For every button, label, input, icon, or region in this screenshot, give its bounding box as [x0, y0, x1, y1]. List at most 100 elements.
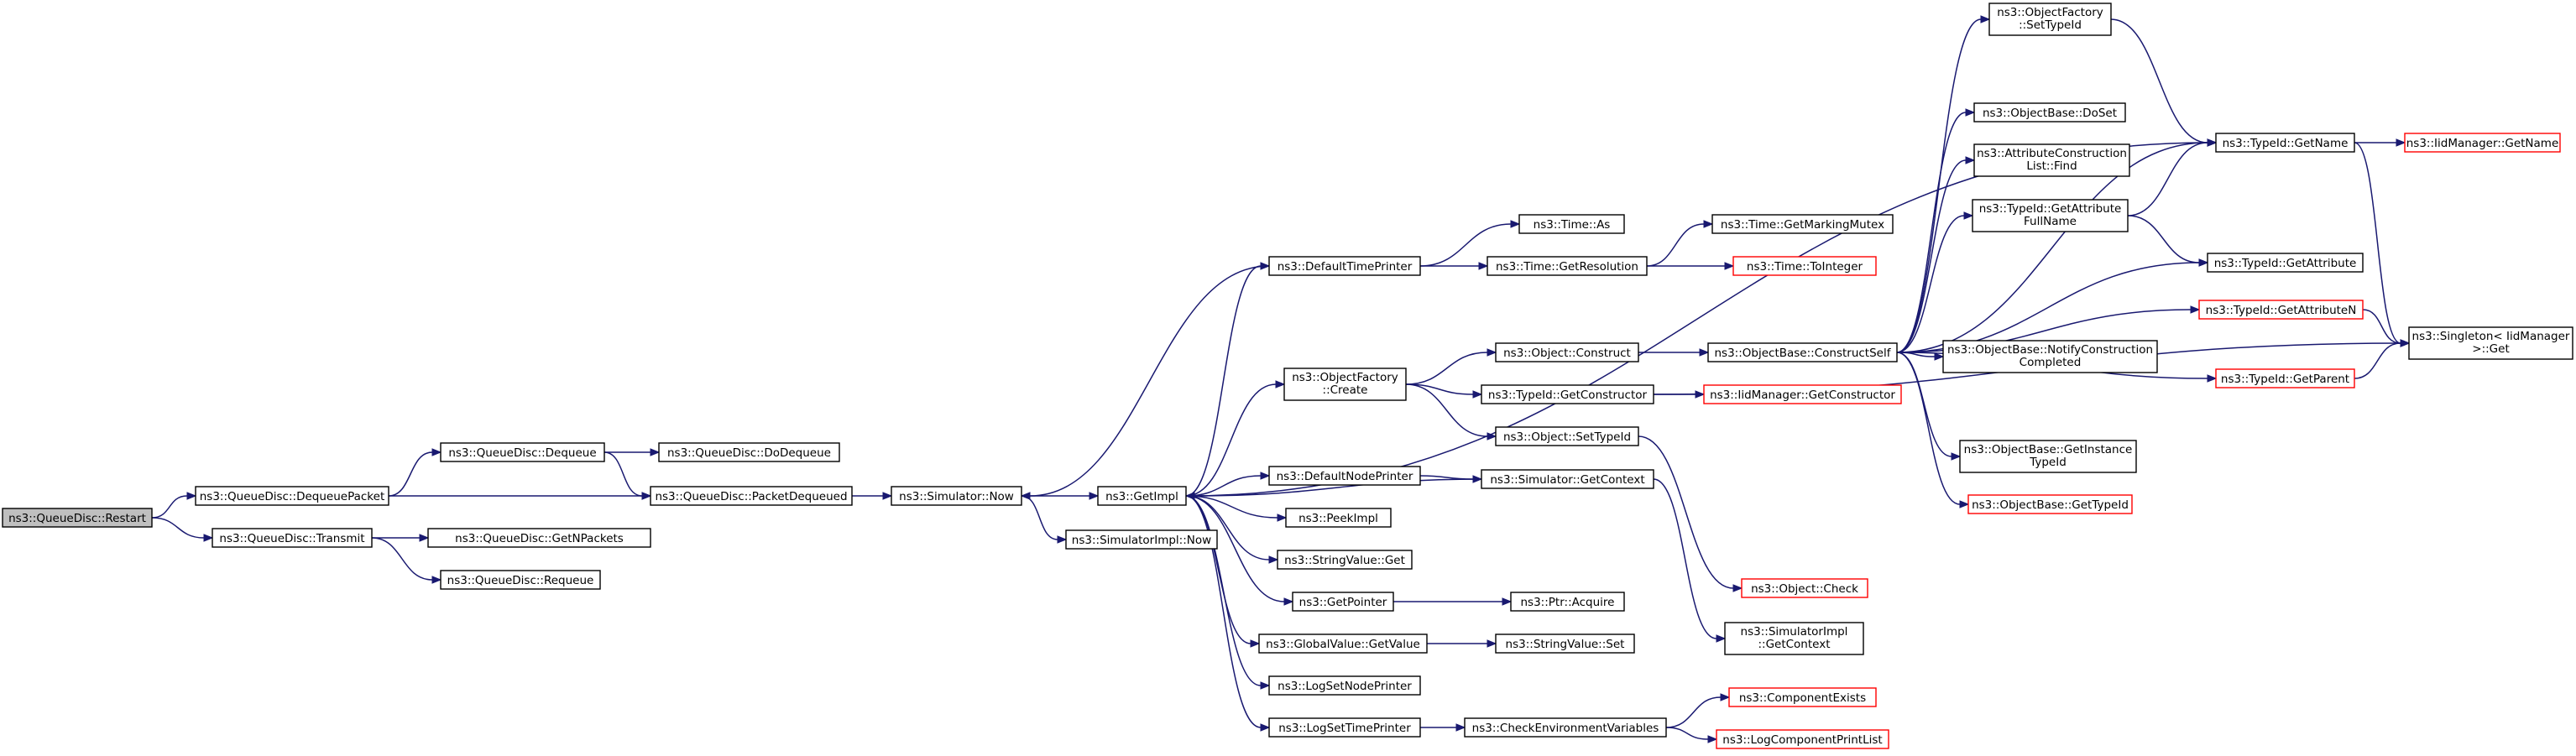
node-iidMgrGetConstructor[interactable]: ns3::IidManager::GetConstructor	[1703, 384, 1902, 404]
node-objFactoryCreate[interactable]: ns3::ObjectFactory::Create	[1283, 368, 1407, 401]
node-typeIdGetConstructor[interactable]: ns3::TypeId::GetConstructor	[1481, 384, 1654, 404]
node-getImpl[interactable]: ns3::GetImpl	[1097, 486, 1187, 506]
node-box[interactable]	[2, 508, 153, 528]
node-box[interactable]	[1097, 486, 1187, 506]
node-box[interactable]	[1065, 529, 1218, 550]
node-box[interactable]	[1741, 578, 1868, 598]
node-restart[interactable]: ns3::QueueDisc::Restart	[2, 508, 153, 528]
node-simImplNow[interactable]: ns3::SimulatorImpl::Now	[1065, 529, 1218, 550]
node-box[interactable]	[1495, 633, 1635, 654]
node-objBaseConstructSelf[interactable]: ns3::ObjectBase::ConstructSelf	[1707, 342, 1898, 362]
node-typeIdGetName[interactable]: ns3::TypeId::GetName	[2215, 133, 2355, 153]
node-box[interactable]	[1285, 508, 1392, 528]
node-box[interactable]	[658, 442, 840, 462]
node-objectSetTypeId[interactable]: ns3::Object::SetTypeId	[1495, 426, 1639, 446]
node-objFactorySetTypeId[interactable]: ns3::ObjectFactory::SetTypeId	[1988, 3, 2112, 36]
node-box[interactable]	[195, 486, 389, 506]
node-box[interactable]	[2198, 300, 2364, 320]
node-packetDequeued[interactable]: ns3::QueueDisc::PacketDequeued	[650, 486, 853, 506]
node-timeToInteger[interactable]: ns3::Time::ToInteger	[1732, 256, 1877, 276]
node-box[interactable]	[2215, 368, 2355, 388]
node-box[interactable]	[1283, 368, 1407, 401]
node-box[interactable]	[2207, 253, 2364, 273]
node-box[interactable]	[1973, 102, 2126, 123]
node-box[interactable]	[2215, 133, 2355, 153]
node-logSetTimePrinter[interactable]: ns3::LogSetTimePrinter	[1268, 717, 1421, 738]
node-box[interactable]	[1268, 675, 1421, 696]
node-box[interactable]	[1707, 342, 1898, 362]
node-box[interactable]	[1703, 384, 1902, 404]
node-simImplGetContext[interactable]: ns3::SimulatorImpl::GetContext	[1724, 622, 1864, 655]
node-box[interactable]	[1268, 717, 1421, 738]
node-objBaseGetTypeId[interactable]: ns3::ObjectBase::GetTypeId	[1967, 494, 2133, 514]
node-box[interactable]	[1711, 214, 1894, 234]
node-doDequeue[interactable]: ns3::QueueDisc::DoDequeue	[658, 442, 840, 462]
node-requeue[interactable]: ns3::QueueDisc::Requeue	[440, 570, 601, 590]
node-typeIdGetAttributeN[interactable]: ns3::TypeId::GetAttributeN	[2198, 300, 2364, 320]
node-box[interactable]	[1732, 256, 1877, 276]
node-box[interactable]	[650, 486, 853, 506]
node-dequeue[interactable]: ns3::QueueDisc::Dequeue	[440, 442, 605, 462]
node-ptrAcquire[interactable]: ns3::Ptr::Acquire	[1510, 592, 1625, 612]
node-stringValueSet[interactable]: ns3::StringValue::Set	[1495, 633, 1635, 654]
node-box[interactable]	[1495, 426, 1639, 446]
node-box[interactable]	[1518, 214, 1625, 234]
node-box[interactable]	[1967, 494, 2133, 514]
node-box[interactable]	[1972, 199, 2129, 232]
node-box[interactable]	[1724, 622, 1864, 655]
node-objBaseDoSet[interactable]: ns3::ObjectBase::DoSet	[1973, 102, 2126, 123]
node-box[interactable]	[440, 570, 601, 590]
node-objectConstruct[interactable]: ns3::Object::Construct	[1495, 342, 1639, 362]
node-componentExists[interactable]: ns3::ComponentExists	[1728, 687, 1877, 707]
node-stringValueGet[interactable]: ns3::StringValue::Get	[1277, 550, 1413, 570]
node-simGetContext[interactable]: ns3::Simulator::GetContext	[1481, 469, 1654, 489]
node-box[interactable]	[891, 486, 1022, 506]
node-box[interactable]	[1942, 340, 2158, 373]
node-getPointer[interactable]: ns3::GetPointer	[1292, 592, 1394, 612]
node-checkEnvVars[interactable]: ns3::CheckEnvironmentVariables	[1464, 717, 1667, 738]
node-box[interactable]	[1292, 592, 1394, 612]
node-box[interactable]	[2404, 133, 2561, 153]
node-box[interactable]	[440, 442, 605, 462]
node-typeIdGetParent[interactable]: ns3::TypeId::GetParent	[2215, 368, 2355, 388]
node-box[interactable]	[1268, 256, 1421, 276]
node-peekImpl[interactable]: ns3::PeekImpl	[1285, 508, 1392, 528]
node-logSetNodePrinter[interactable]: ns3::LogSetNodePrinter	[1268, 675, 1421, 696]
node-box[interactable]	[427, 528, 651, 548]
node-defaultNodePrinter[interactable]: ns3::DefaultNodePrinter	[1268, 466, 1421, 486]
node-objBaseNotifyConstructionCompleted[interactable]: ns3::ObjectBase::NotifyConstructionCompl…	[1942, 340, 2158, 373]
node-iidMgrGetName[interactable]: ns3::IidManager::GetName	[2404, 133, 2561, 153]
node-box[interactable]	[1988, 3, 2112, 36]
node-simNow[interactable]: ns3::Simulator::Now	[891, 486, 1022, 506]
node-box[interactable]	[1495, 342, 1639, 362]
node-box[interactable]	[1716, 729, 1889, 749]
node-singletonGet[interactable]: ns3::Singleton< IidManager >::Get	[2408, 326, 2573, 360]
node-box[interactable]	[2408, 326, 2573, 360]
node-defaultTimePrinter[interactable]: ns3::DefaultTimePrinter	[1268, 256, 1421, 276]
node-box[interactable]	[1481, 469, 1654, 489]
node-logComponentPrintList[interactable]: ns3::LogComponentPrintList	[1716, 729, 1889, 749]
node-box[interactable]	[1487, 256, 1648, 276]
node-timeGetMarkingMutex[interactable]: ns3::Time::GetMarkingMutex	[1711, 214, 1894, 234]
node-box[interactable]	[1728, 687, 1877, 707]
node-box[interactable]	[212, 528, 373, 548]
node-timeGetResolution[interactable]: ns3::Time::GetResolution	[1487, 256, 1648, 276]
node-dequeuePacket[interactable]: ns3::QueueDisc::DequeuePacket	[195, 486, 389, 506]
node-timeAs[interactable]: ns3::Time::As	[1518, 214, 1625, 234]
node-box[interactable]	[1510, 592, 1625, 612]
node-box[interactable]	[1959, 440, 2137, 473]
node-globalValueGetValue[interactable]: ns3::GlobalValue::GetValue	[1258, 633, 1428, 654]
node-box[interactable]	[1481, 384, 1654, 404]
node-box[interactable]	[1258, 633, 1428, 654]
node-box[interactable]	[1277, 550, 1413, 570]
node-getNPackets[interactable]: ns3::QueueDisc::GetNPackets	[427, 528, 651, 548]
node-objectCheck[interactable]: ns3::Object::Check	[1741, 578, 1868, 598]
node-typeIdGetAttribute[interactable]: ns3::TypeId::GetAttribute	[2207, 253, 2364, 273]
node-box[interactable]	[1268, 466, 1421, 486]
node-transmit[interactable]: ns3::QueueDisc::Transmit	[212, 528, 373, 548]
node-box[interactable]	[1464, 717, 1667, 738]
node-box[interactable]	[1973, 143, 2130, 177]
